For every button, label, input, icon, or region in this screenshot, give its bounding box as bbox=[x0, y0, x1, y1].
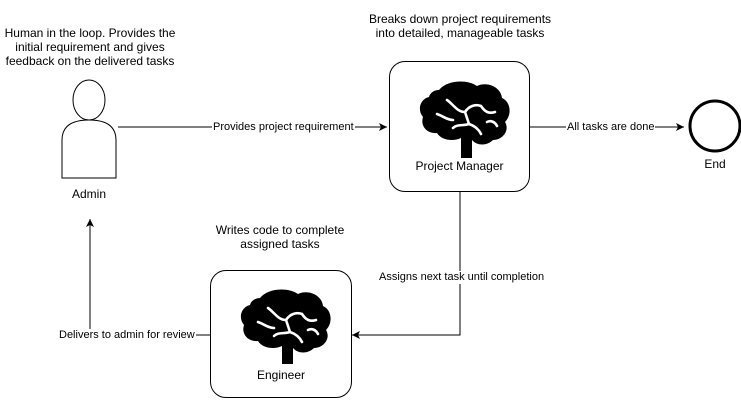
admin-note-line: Human in the loop. Provides the bbox=[4, 26, 176, 40]
edge-label-pm-to-end: All tasks are done bbox=[566, 121, 656, 134]
edge-label-engineer-to-admin: Delivers to admin for review bbox=[58, 329, 196, 342]
brain-icon bbox=[240, 289, 331, 364]
edge-pm-to-engineer bbox=[352, 192, 461, 339]
admin-note-line: initial requirement and gives bbox=[15, 40, 165, 54]
pm-note-line: Breaks down project requirements bbox=[368, 12, 552, 26]
engineer-note-line: assigned tasks bbox=[240, 237, 320, 251]
admin-label: Admin bbox=[71, 187, 106, 201]
edge-label-pm-to-engineer: Assigns next task until completion bbox=[378, 271, 546, 284]
pm-note-line: into detailed, manageable tasks bbox=[375, 26, 545, 40]
project-manager-node[interactable]: Project Manager bbox=[389, 61, 530, 192]
engineer-note-line: Writes code to complete bbox=[215, 223, 345, 237]
engineer-node[interactable]: Engineer bbox=[210, 270, 352, 398]
end-label: End bbox=[704, 157, 726, 171]
brain-icon bbox=[419, 81, 510, 158]
admin-note-line: feedback on the delivered tasks bbox=[5, 54, 175, 68]
pm-note: Breaks down project requirements into de… bbox=[355, 12, 565, 40]
admin-note: Human in the loop. Provides the initial … bbox=[0, 26, 180, 68]
edge-label-admin-to-pm: Provides project requirement bbox=[212, 121, 355, 134]
engineer-note: Writes code to complete assigned tasks bbox=[195, 223, 365, 251]
pm-label: Project Manager bbox=[415, 159, 504, 173]
engineer-label: Engineer bbox=[256, 368, 306, 382]
edge-engineer-to-admin bbox=[86, 219, 210, 336]
